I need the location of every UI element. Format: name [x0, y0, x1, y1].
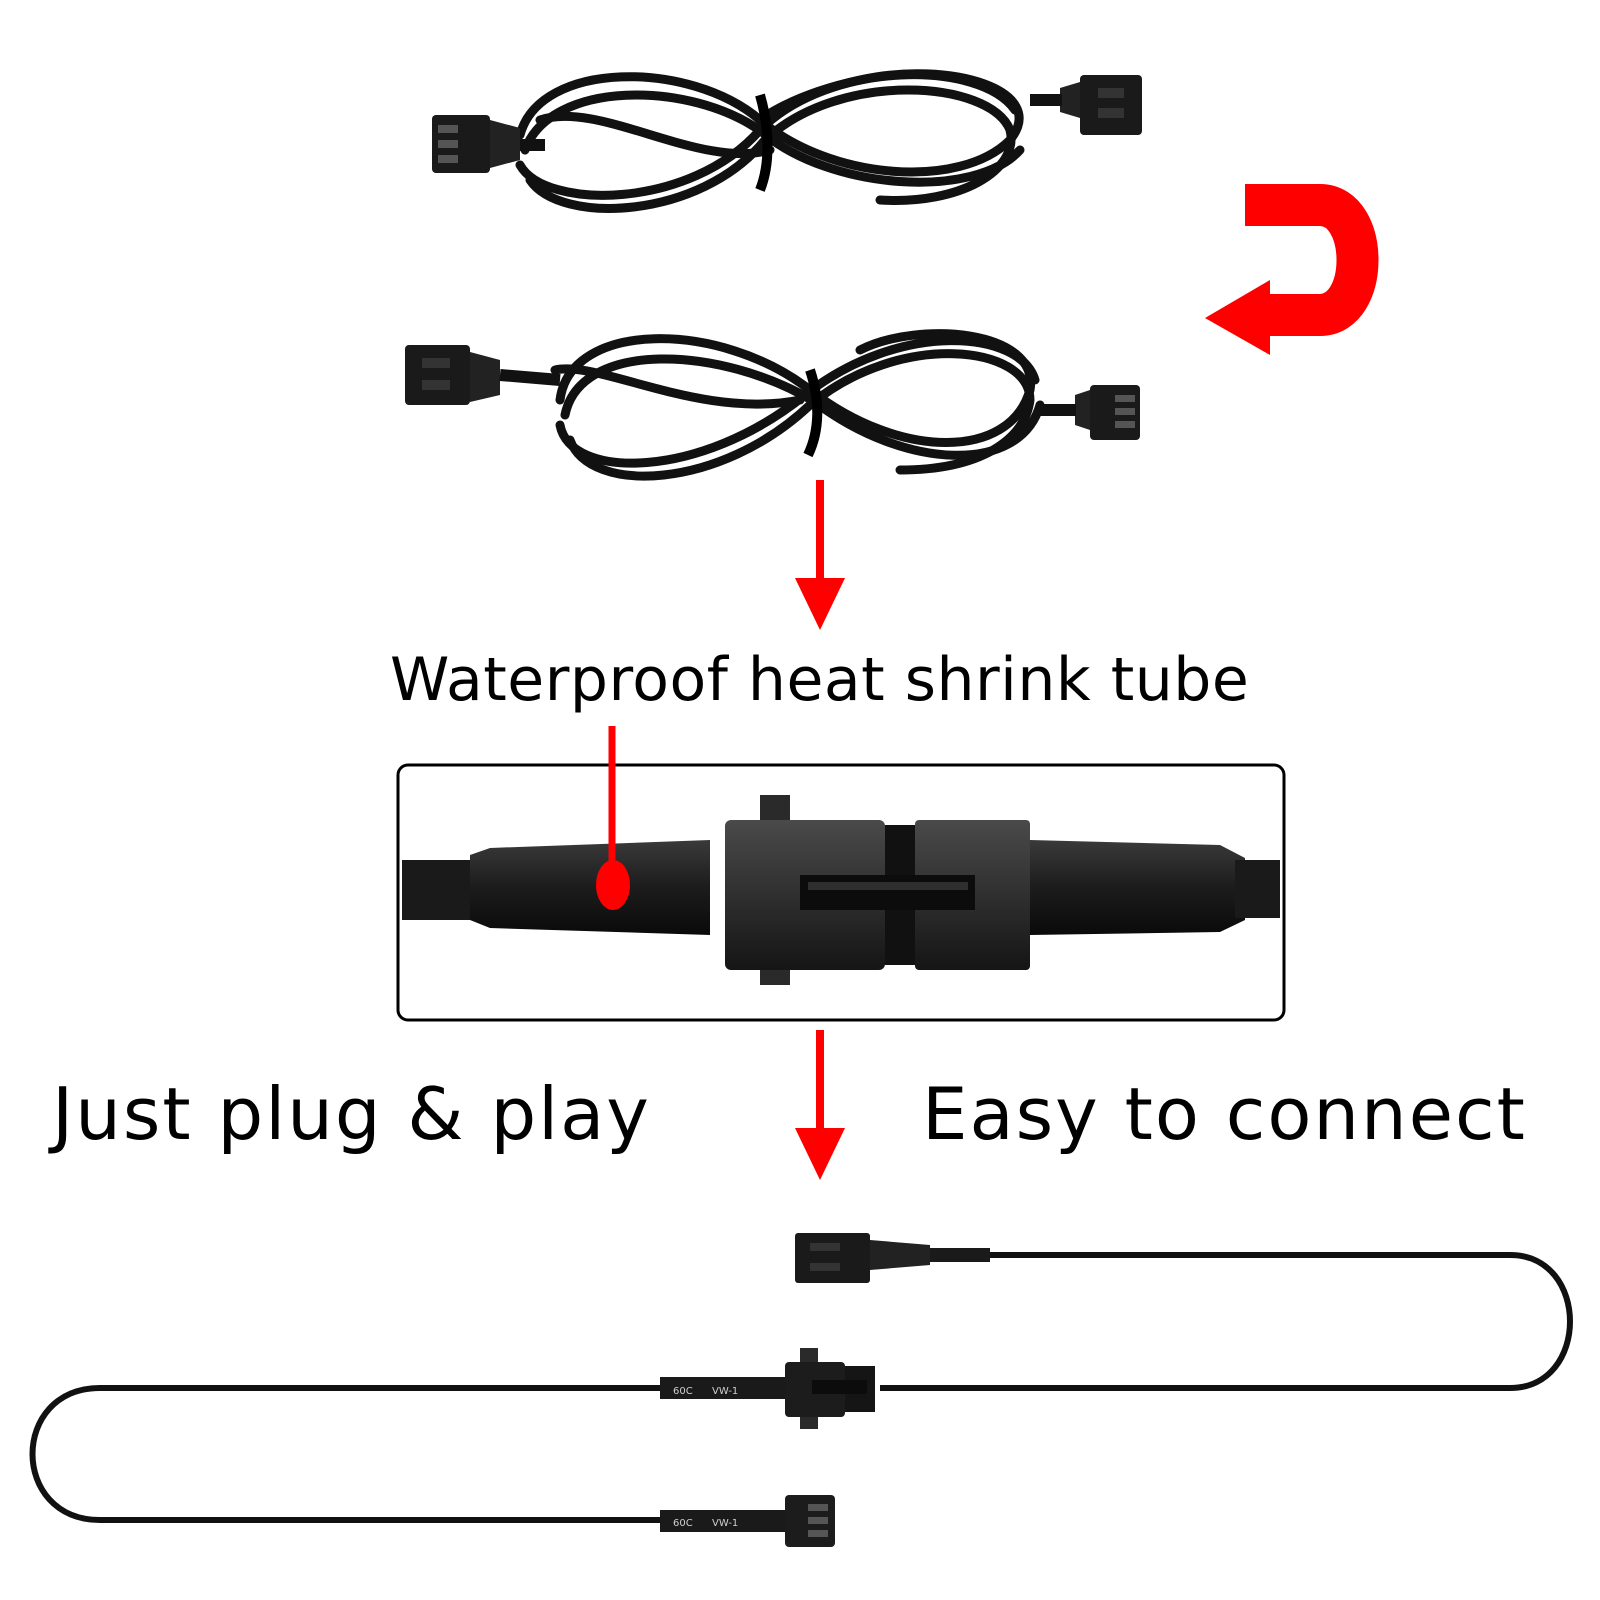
cable-print-vw: VW-1 — [712, 1386, 738, 1397]
connector-bottom-end: 60C VW-1 — [660, 1495, 835, 1547]
connector-middle-right — [1075, 385, 1140, 440]
cable-print-rating: 60C — [673, 1518, 693, 1529]
down-arrow-icon — [795, 1030, 845, 1180]
heat-shrink-label: Waterproof heat shrink tube — [390, 645, 1250, 715]
coiled-cable-middle — [405, 329, 1140, 481]
closeup-panel — [396, 763, 1286, 1022]
connector-bottom-joined: 60C VW-1 — [660, 1348, 875, 1429]
connector-top-right — [1060, 75, 1142, 135]
return-arrow-icon — [1205, 184, 1379, 355]
connector-bottom-top — [795, 1233, 990, 1283]
cable-print-rating: 60C — [673, 1386, 693, 1397]
plug-play-label: Just plug & play — [52, 1072, 651, 1156]
connector-top-left — [432, 115, 520, 173]
connector-middle-left — [405, 345, 500, 405]
connected-cable: 60C VW-1 60C VW-1 — [29, 1233, 1573, 1547]
easy-connect-label: Easy to connect — [922, 1072, 1527, 1156]
cable-print-vw: VW-1 — [712, 1518, 738, 1529]
down-arrow-icon — [795, 480, 845, 630]
heat-shrink-pointer — [596, 726, 630, 910]
coiled-cable-top — [432, 69, 1142, 213]
